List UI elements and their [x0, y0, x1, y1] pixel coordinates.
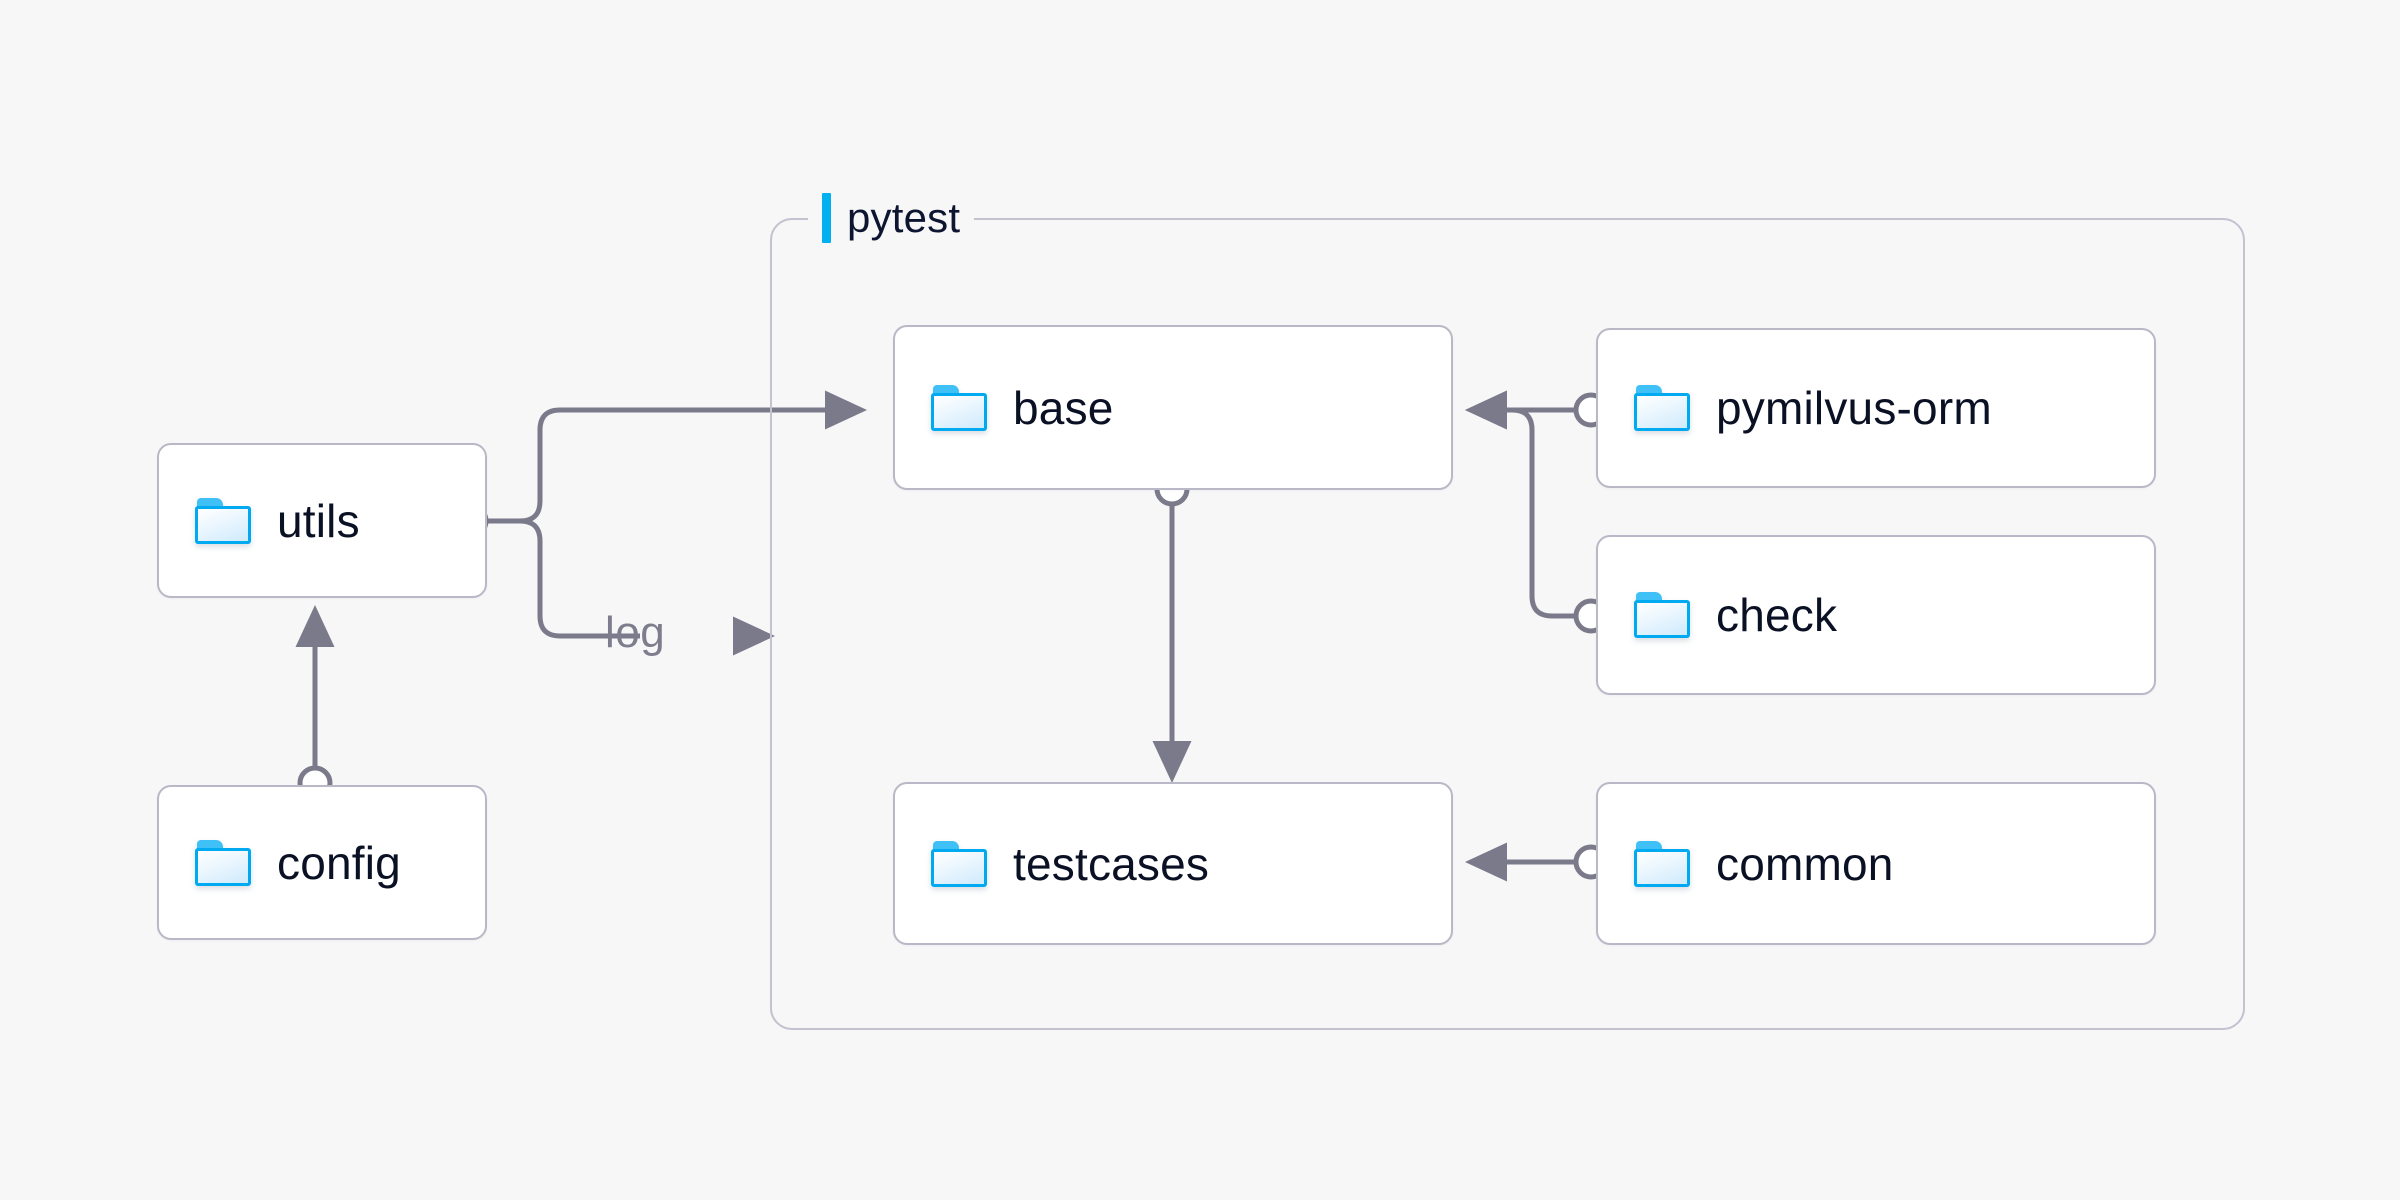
folder-icon	[195, 497, 251, 544]
node-common-label: common	[1716, 837, 1894, 890]
node-common[interactable]: common	[1596, 782, 2156, 945]
folder-icon	[195, 839, 251, 886]
node-testcases-label: testcases	[1013, 837, 1210, 890]
folder-icon	[931, 384, 987, 431]
folder-icon	[1634, 385, 1690, 431]
node-check[interactable]: check	[1596, 535, 2156, 695]
folder-icon	[1634, 840, 1690, 887]
node-base-label: base	[1013, 381, 1114, 434]
edge-label-log: log	[605, 608, 666, 657]
group-pytest-label: pytest	[808, 190, 975, 246]
node-testcases[interactable]: testcases	[893, 782, 1453, 945]
node-utils-label: utils	[277, 494, 360, 547]
group-accent-bar	[822, 193, 831, 243]
folder-icon	[931, 840, 987, 887]
node-base[interactable]: base	[893, 325, 1453, 490]
node-check-label: check	[1716, 589, 1838, 641]
node-utils[interactable]: utils	[157, 443, 487, 598]
group-pytest-title: pytest	[847, 194, 961, 241]
node-pymilvus-orm[interactable]: pymilvus-orm	[1596, 328, 2156, 488]
node-pymilvus-orm-label: pymilvus-orm	[1716, 382, 1992, 434]
folder-icon	[1634, 592, 1690, 638]
node-config[interactable]: config	[157, 785, 487, 940]
node-config-label: config	[277, 836, 401, 889]
